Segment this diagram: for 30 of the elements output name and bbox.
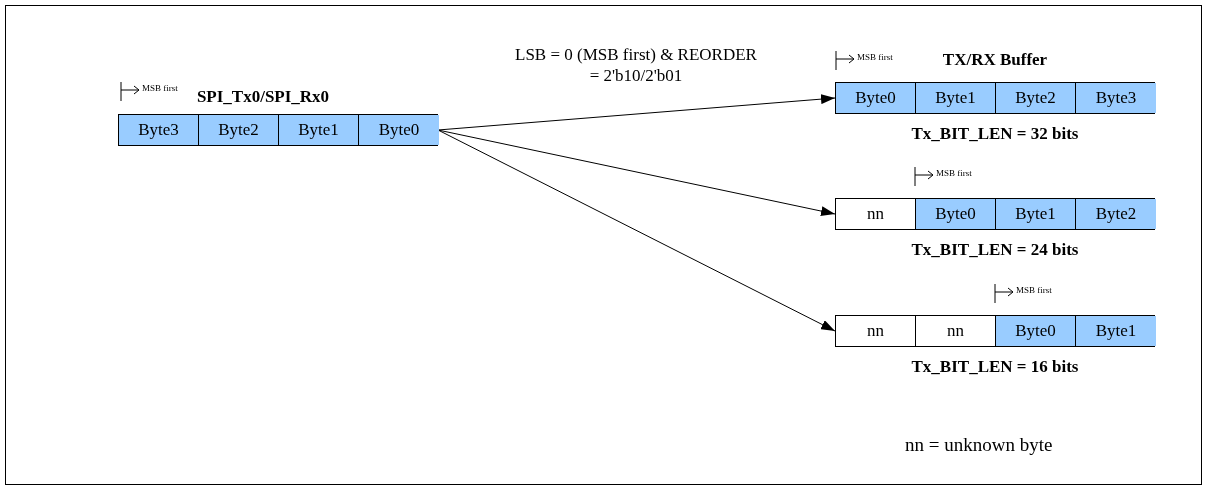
arrow (437, 94, 836, 131)
direction-note: MSB first (142, 83, 178, 93)
arrow (437, 129, 836, 332)
byte-cell: Byte1 (916, 83, 996, 113)
note-text: nn = unknown byte (905, 434, 1053, 456)
direction-note: MSB first (1016, 285, 1052, 295)
register-bar (835, 198, 1155, 230)
register-title: TX/RX Buffer (942, 50, 1048, 70)
byte-cell: Byte3 (1076, 83, 1156, 113)
byte-cell: Byte1 (996, 199, 1076, 229)
byte-cell: Byte0 (836, 83, 916, 113)
register-title: SPI_Tx0/SPI_Rx0 (196, 87, 330, 107)
arrow (437, 129, 836, 216)
direction-note: MSB first (936, 168, 972, 178)
byte-cell: Byte3 (119, 115, 199, 145)
byte-cell: Byte1 (1076, 316, 1156, 346)
bit-length-label: Tx_BIT_LEN = 24 bits (911, 240, 1079, 260)
bit-length-label: Tx_BIT_LEN = 32 bits (911, 124, 1079, 144)
register-bar (835, 315, 1155, 347)
byte-cell: Byte2 (199, 115, 279, 145)
bit-length-label: Tx_BIT_LEN = 16 bits (911, 357, 1079, 377)
direction-note: MSB first (857, 52, 893, 62)
byte-cell: Byte2 (1076, 199, 1156, 229)
byte-cell: Byte1 (279, 115, 359, 145)
register-bar (118, 114, 438, 146)
register-bar (835, 82, 1155, 114)
byte-cell: Byte0 (359, 115, 439, 145)
byte-cell: Byte0 (916, 199, 996, 229)
byte-cell: Byte2 (996, 83, 1076, 113)
byte-cell: Byte0 (996, 316, 1076, 346)
